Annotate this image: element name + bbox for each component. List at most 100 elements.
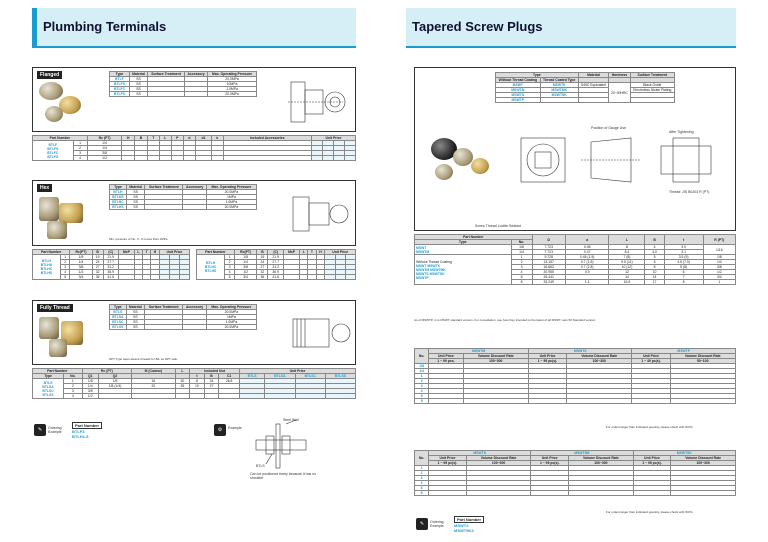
col-header: No. [413,348,430,364]
example-icon: ⚙ [214,424,226,436]
product-photo [59,203,83,223]
part-number-label: Part Number [72,422,103,429]
col-subheader: Without Thread Coating [495,77,541,83]
section-title: Plumbing Terminals [43,19,167,34]
type-code: MSWTK [427,263,441,268]
type-code: MSWTSK [429,271,445,276]
type-code: BTLSS [109,324,127,330]
callout-steel-wall: Steel Wall [283,418,299,422]
product-photo [431,138,457,160]
ordering-label: Ordering Example [48,426,62,434]
example-part-number: MSWT5K3 [454,528,474,533]
type-code: MSWTS [416,271,429,276]
price-table-2: No. MSWTK MSWTMK MSWTSK Unit Price Volum… [413,450,737,496]
section-header-tapered-screw-plugs: Tapered Screw Plugs [406,8,736,48]
example-part-number: MSWT2 [454,523,469,528]
section-title: Tapered Screw Plugs [412,19,543,34]
plugs-drawing [520,137,712,183]
type-code: BTLSA [109,314,127,320]
hex-drawing [292,196,349,232]
col-header: a [564,234,610,245]
callout-note: Can be positioned freely because it has … [250,472,317,480]
table-cell: 4 [63,393,83,399]
product-photo [39,197,59,221]
table-cell: 1/2 [86,155,123,161]
col-header: L [608,234,646,245]
table-cell: 1/16 [702,244,737,255]
product-photo [59,96,81,114]
table-cell: 8 [413,490,430,496]
plugs-block: Type Material Hardness Surface Treatment… [414,67,736,231]
block-note: Min. pressure of No. 3 - 5 is less than … [109,237,168,241]
plugs-type-table: Type Material Hardness Surface Treatment… [495,72,676,103]
section-header-plumbing-terminals: Plumbing Terminals [32,8,356,48]
price-note: For orders larger than indicated quantit… [606,425,694,429]
table-cell: 8 [510,279,533,285]
price-table-1: No. MSWTM MSWTS MSWTP Unit Price Volume … [413,348,737,404]
ordering-example: Part Number BTLF3 BTLH1-5 [72,422,103,439]
table-cell: 1 [702,279,737,285]
table-cell: 1/2 [81,393,99,399]
fully-thread-dimension-table: Part Number Rc (PT) M (Coarse) L Include… [31,368,357,399]
ordering-label: Ordering Example [430,520,444,528]
table-cell: 8 [413,398,430,404]
type-code: MSWTMK [430,267,446,272]
table-cell: MSWTP [495,97,541,103]
dimension-note: As of MSWTP, m is MSWT standard version.… [414,318,596,322]
flanged-drawing [288,81,346,123]
type-code: BTLSC [109,319,127,325]
plugs-dimension-table: Part Number D a L B t R (PT) Type No. MS… [414,234,737,285]
ordering-icon: ✎ [34,424,46,436]
product-photo [435,164,453,180]
part-number-label: Part Number [454,516,485,523]
table-cell: 1.1 [564,279,610,285]
col-header: t [663,234,704,245]
product-photo [49,339,67,357]
drawing-label: Position of Gauge Use [591,126,627,130]
ordering-icon: ✎ [416,518,428,530]
type-code: MSWTM [416,249,430,254]
example-label: Example [228,426,242,430]
type-code: BTLHS [109,194,127,200]
type-code: BTLHC [109,199,127,205]
block-title: Flanged [37,71,63,79]
col-header: No. [413,450,430,466]
block-note: NPT Type taper-sleeve threads for B/L as… [109,357,178,361]
product-photo [453,148,473,166]
block-title: Fully Thread [37,304,73,312]
drawing-label: Thread: JIS B0203 R (PT) [669,190,710,194]
header-rule [406,46,736,48]
product-photo [61,321,83,345]
ordering-example: Part Number MSWT2 MSWT5K3 [454,516,485,533]
table-cell: 17 [644,279,665,285]
table-cell: Electroless Nickel Plating [629,87,676,93]
coating-note: Screw Thread Loctite Sealant [475,224,521,228]
type-code: BTLHS [109,204,127,210]
col-header: B [644,234,665,245]
product-photo [47,221,67,239]
table-cell: 16.5 [608,279,646,285]
type-code: MSWTP [416,275,429,280]
type-code: MSWT [416,245,427,250]
col-subheader: Thread Coated Type [539,77,579,83]
block-title: Hex [37,184,53,192]
header-rule [32,46,356,48]
fully-thread-drawing [292,318,351,348]
col-header: D [531,234,566,245]
product-photo [471,158,489,174]
table-cell: 8 [663,279,704,285]
drawing-label: After Tightening [669,130,694,134]
example-part-number: BTLH1-5 [72,434,89,439]
table-cell: S45C Equivalent [577,82,610,88]
callout-btls: BTLS [256,464,265,468]
type-group-label: Without Thread Coating [416,259,452,264]
product-photo [39,82,63,100]
